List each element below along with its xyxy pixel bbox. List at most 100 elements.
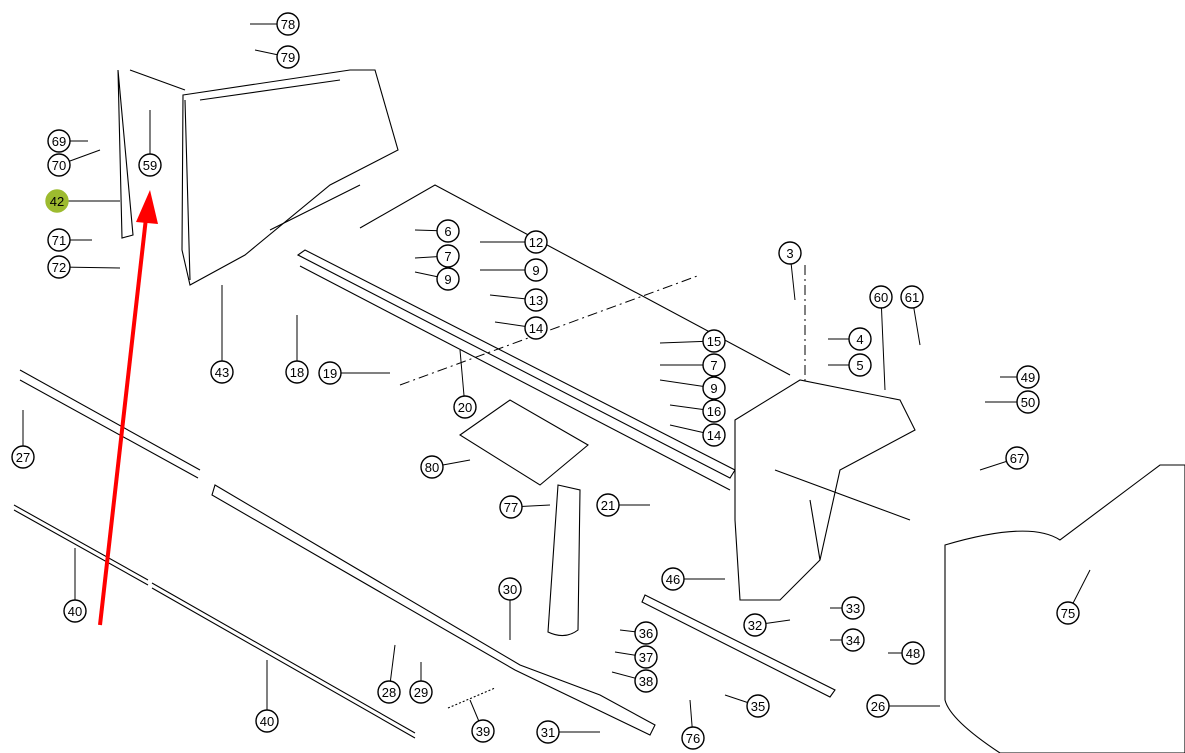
callout-number: 20 [458, 400, 472, 415]
callout-number: 78 [281, 17, 295, 32]
callout-number: 72 [52, 260, 66, 275]
callout-number: 14 [529, 321, 543, 336]
callout-12: 12 [480, 230, 548, 254]
callout-circle [453, 395, 477, 419]
callout-number: 5 [856, 358, 863, 373]
callout-59: 59 [138, 110, 162, 177]
callout-circle [436, 219, 460, 243]
callout-circle [436, 267, 460, 291]
callout-circle [1005, 446, 1029, 470]
callout-9: 9 [414, 267, 460, 291]
callout-number: 12 [529, 235, 543, 250]
part-outlines [13, 69, 1185, 753]
callout-number: 80 [425, 460, 439, 475]
callout-19: 19 [318, 361, 390, 385]
callout-16: 16 [669, 399, 726, 423]
bar-40 [13, 504, 416, 739]
callout-circle [47, 129, 71, 153]
callout-71: 71 [47, 228, 92, 252]
callout-33: 33 [830, 596, 865, 620]
callout-37: 37 [614, 645, 658, 669]
callout-number: 67 [1010, 451, 1024, 466]
callout-number: 9 [444, 272, 451, 287]
callout-number: 7 [444, 249, 451, 264]
callout-42: 42 [45, 189, 120, 213]
callout-circle [596, 493, 620, 517]
callout-circle [524, 288, 548, 312]
callout-number: 4 [856, 332, 863, 347]
callout-number: 36 [639, 626, 653, 641]
leader-line [880, 296, 886, 391]
callout-14: 14 [669, 423, 726, 447]
callout-80: 80 [420, 455, 471, 479]
callout-number: 19 [323, 366, 337, 381]
callout-circle [901, 641, 925, 665]
callout-number: 9 [532, 263, 539, 278]
callout-circle [702, 423, 726, 447]
callout-number: 16 [707, 404, 721, 419]
callout-circle [702, 376, 726, 400]
callout-15: 15 [659, 329, 726, 353]
callout-circle [848, 353, 872, 377]
callout-number: 77 [504, 500, 518, 515]
callout-number: 38 [639, 674, 653, 689]
callout-number: 30 [503, 582, 517, 597]
callout-number: 60 [874, 290, 888, 305]
callout-number: 26 [871, 699, 885, 714]
callout-circle [702, 329, 726, 353]
callout-number: 14 [707, 428, 721, 443]
callout-13: 13 [489, 288, 548, 312]
callout-circle [681, 726, 705, 750]
callout-number: 3 [786, 246, 793, 261]
callout-number: 18 [290, 365, 304, 380]
callout-circle [210, 360, 234, 384]
callout-4: 4 [828, 327, 872, 351]
callout-76: 76 [681, 699, 705, 750]
callout-number: 42 [50, 194, 64, 209]
callout-26: 26 [866, 694, 940, 718]
callout-number: 40 [260, 714, 274, 729]
callout-number: 28 [382, 685, 396, 700]
callout-21: 21 [596, 493, 650, 517]
callout-number: 33 [846, 601, 860, 616]
callout-circle [524, 258, 548, 282]
callout-75: 75 [1056, 569, 1091, 625]
callout-circle [11, 445, 35, 469]
callout-50: 50 [985, 390, 1040, 414]
callout-38: 38 [611, 669, 658, 693]
callout-20: 20 [453, 349, 477, 419]
callout-circle [47, 228, 71, 252]
callout-78: 78 [250, 12, 300, 36]
callout-circle [778, 241, 802, 265]
callout-circle [436, 244, 460, 268]
callout-number: 32 [748, 618, 762, 633]
callout-number: 7 [710, 358, 717, 373]
callout-circle [524, 230, 548, 254]
callout-43: 43 [210, 285, 234, 384]
callout-77: 77 [499, 495, 551, 519]
callout-48: 48 [888, 641, 925, 665]
callout-28: 28 [377, 644, 401, 704]
callout-30: 30 [498, 577, 522, 640]
callout-circle [138, 153, 162, 177]
callout-number: 31 [541, 725, 555, 740]
callout-circle [900, 285, 924, 309]
plate-80 [459, 399, 589, 486]
callout-7: 7 [414, 244, 460, 268]
callout-number: 61 [905, 290, 919, 305]
callout-40: 40 [255, 660, 279, 733]
callout-circle [634, 669, 658, 693]
callout-circle [634, 621, 658, 645]
callout-number: 43 [215, 365, 229, 380]
callout-number: 46 [666, 572, 680, 587]
callout-circle [276, 45, 300, 69]
callout-number: 59 [143, 158, 157, 173]
callout-number: 6 [444, 224, 451, 239]
red-arrow [98, 190, 158, 626]
callout-3: 3 [778, 241, 802, 301]
callout-circle [702, 353, 726, 377]
callout-circle [661, 567, 685, 591]
callout-circle [536, 720, 560, 744]
callout-number: 71 [52, 233, 66, 248]
